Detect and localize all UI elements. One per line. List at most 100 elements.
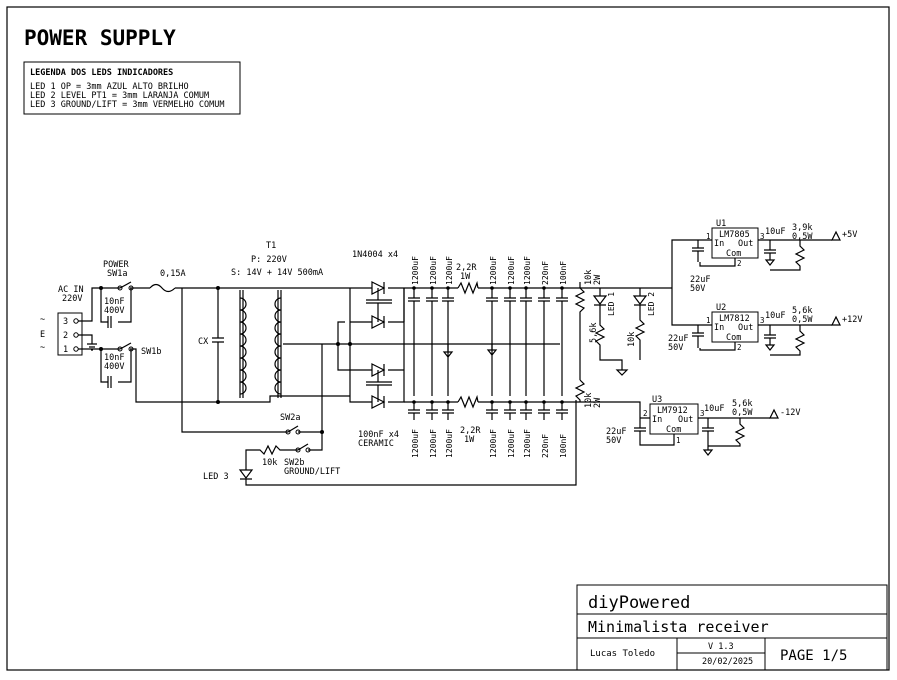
svg-text:2: 2 — [63, 331, 68, 341]
filter-capacitor-pos — [538, 288, 550, 344]
u2-res-power: 0,5W — [792, 315, 813, 325]
svg-text:U2: U2 — [716, 303, 726, 313]
pos-res-value: 2,2R — [456, 263, 477, 273]
neg-res-power: 1W — [464, 435, 475, 445]
legend-line: LED 2 LEVEL PT1 = 3mm LARANJA COMUM — [30, 91, 209, 101]
svg-text:1: 1 — [706, 232, 711, 241]
svg-text:~: ~ — [40, 315, 45, 325]
svg-text:Com: Com — [726, 249, 741, 259]
page-title: POWER SUPPLY — [24, 26, 176, 50]
u1-res: 3,9k — [792, 223, 812, 233]
title-version: V 1.3 — [708, 642, 734, 652]
power-switch-ref-b: SW1b — [141, 347, 161, 357]
svg-text:1: 1 — [676, 436, 681, 445]
filter-cap-pos-value: 1200uF — [523, 256, 532, 285]
svg-text:U3: U3 — [652, 395, 662, 405]
filter-cap-neg-value: 100nF — [559, 434, 568, 458]
title-author: Lucas Toledo — [590, 649, 655, 659]
filter-capacitor-pos — [408, 288, 420, 344]
filter-cap-neg-value: 220nF — [541, 434, 550, 458]
u1-cin-v: 50V — [690, 284, 705, 294]
svg-text:Out: Out — [738, 239, 753, 249]
u1-cout: 10uF — [765, 227, 785, 237]
u3-cin-v: 50V — [606, 436, 621, 446]
sw2a-label: SW2a — [280, 413, 300, 423]
filter-cap-neg-value: 1200uF — [429, 429, 438, 458]
filter-capacitor-neg — [408, 402, 420, 420]
filter-cap-pos-value: 1200uF — [429, 256, 438, 285]
transformer-primary: P: 220V — [251, 255, 287, 265]
filter-capacitor-pos — [556, 288, 568, 344]
svg-text:1: 1 — [63, 345, 68, 355]
u2-cin-v: 50V — [668, 343, 683, 353]
transformer-ref: T1 — [266, 241, 276, 251]
title-block: diyPowered Minimalista receiver Lucas To… — [576, 584, 888, 671]
cx-label: CX — [198, 337, 209, 347]
u1-cin: 22uF — [690, 275, 710, 285]
snubber-cap: 10nF — [104, 353, 124, 363]
bleeder-power: 2W — [593, 274, 603, 285]
snubber-voltage: 400V — [104, 362, 124, 372]
filter-cap-pos-value: 220nF — [541, 261, 550, 285]
svg-text:AC IN: AC IN — [58, 285, 84, 295]
svg-text:3: 3 — [63, 317, 68, 327]
svg-text:Com: Com — [726, 333, 741, 343]
title-page: PAGE 1/5 — [780, 648, 847, 664]
u3-res: 5,6k — [732, 399, 752, 409]
title-brand: diyPowered — [588, 593, 690, 613]
svg-text:2: 2 — [737, 259, 742, 268]
filter-capacitor-pos — [426, 288, 438, 344]
led1-label: LED 1 — [607, 292, 616, 316]
title-project: Minimalista receiver — [588, 618, 769, 636]
power-switch-ref: SW1a — [107, 269, 127, 279]
snubber-cap: 10nF — [104, 297, 124, 307]
bridge-caps-type: CERAMIC — [358, 439, 394, 449]
led1-resistor: 5,6k — [589, 323, 599, 343]
bridge-diodes-label: 1N4004 x4 — [352, 250, 398, 260]
svg-text:In: In — [714, 239, 724, 249]
u2-cout: 10uF — [765, 311, 785, 321]
svg-text:LM7912: LM7912 — [657, 406, 688, 416]
pos-res-power: 1W — [460, 272, 471, 282]
snubber-voltage: 400V — [104, 306, 124, 316]
filter-cap-pos-value: 100nF — [559, 261, 568, 285]
transformer-secondary: S: 14V + 14V 500mA — [231, 268, 323, 278]
u3-res-power: 0,5W — [732, 408, 753, 418]
svg-text:3: 3 — [760, 232, 765, 241]
u1-rail: +5V — [842, 230, 857, 240]
filter-cap-neg-value: 1200uF — [507, 429, 516, 458]
svg-text:~: ~ — [40, 343, 45, 353]
u3-cout: 10uF — [704, 404, 724, 414]
filter-cap-neg-value: 1200uF — [411, 429, 420, 458]
neg-res-value: 2,2R — [460, 426, 481, 436]
filter-capacitor-pos — [486, 288, 498, 344]
svg-text:In: In — [652, 415, 662, 425]
fuse-label: 0,15A — [160, 269, 186, 279]
filter-cap-pos-value: 1200uF — [489, 256, 498, 285]
svg-text:2: 2 — [643, 409, 648, 418]
svg-text:Com: Com — [666, 425, 681, 435]
sheet-border — [6, 6, 890, 671]
sw2b-label: SW2b — [284, 458, 304, 468]
led-legend: LEGENDA DOS LEDS INDICADORES LED 1 OP = … — [23, 61, 241, 115]
led3-label: LED 3 — [203, 472, 229, 482]
filter-cap-pos-value: 1200uF — [507, 256, 516, 285]
svg-text:E: E — [40, 330, 45, 340]
legend-title: LEGENDA DOS LEDS INDICADORES — [30, 68, 173, 78]
svg-text:Out: Out — [738, 323, 753, 333]
svg-text:220V: 220V — [62, 294, 82, 304]
svg-text:3: 3 — [760, 316, 765, 325]
svg-text:1: 1 — [706, 316, 711, 325]
bleeder-label: 10k — [584, 270, 594, 285]
legend-line: LED 1 OP = 3mm AZUL ALTO BRILHO — [30, 82, 189, 92]
power-switch-label: POWER — [103, 260, 129, 270]
filter-cap-pos-value: 1200uF — [411, 256, 420, 285]
sw2b-resistor: 10k — [262, 458, 277, 468]
filter-capacitor-neg — [538, 402, 550, 420]
filter-capacitor-neg — [486, 402, 498, 420]
bridge-caps-label: 100nF x4 — [358, 430, 399, 440]
u3-rail: -12V — [780, 408, 800, 418]
svg-text:LM7812: LM7812 — [719, 314, 750, 324]
filter-capacitor-pos — [504, 288, 516, 344]
